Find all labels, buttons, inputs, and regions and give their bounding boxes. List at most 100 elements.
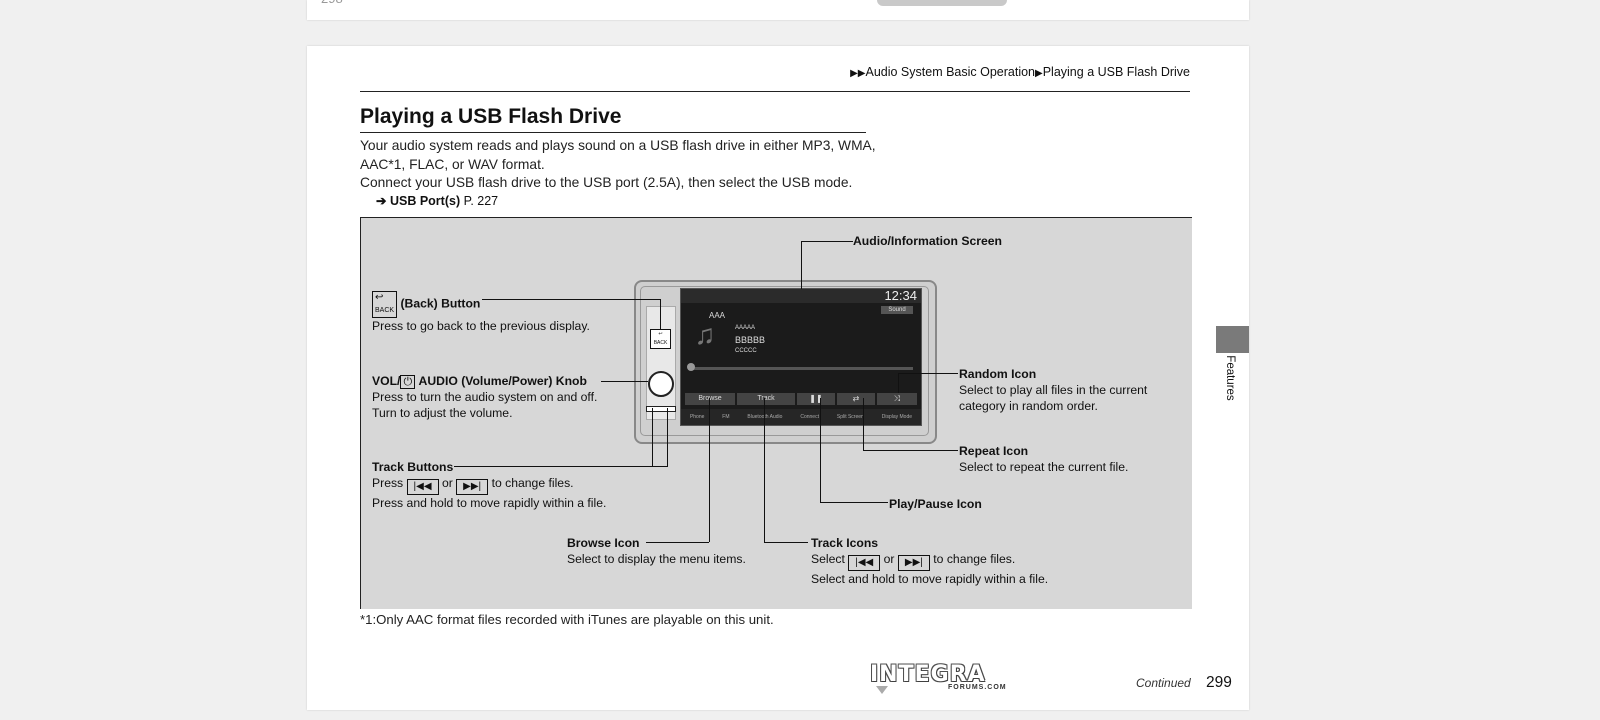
screen-status-bar — [681, 289, 921, 303]
continued-label: Continued — [1136, 676, 1191, 690]
intro-line-1: Your audio system reads and plays sound … — [360, 138, 876, 153]
page-number: 299 — [1206, 674, 1232, 691]
callout-screen: Audio/Information Screen — [853, 233, 1002, 249]
callout-trackicons-desc-1c: to change files. — [933, 552, 1016, 566]
callout-track-title: Track Buttons — [372, 460, 454, 474]
skip-back-icon-2: |◀◀ — [848, 555, 881, 571]
power-icon: ⏻ — [400, 374, 416, 389]
leader-random-h — [898, 373, 958, 374]
callout-trackicons-desc-2: Select and hold to move rapidly within a… — [811, 572, 1049, 586]
previous-page: 298 — [307, 0, 1249, 20]
screen-sound-button[interactable]: Sound — [881, 306, 913, 314]
previous-page-number: 298 — [321, 0, 343, 6]
callout-back-title: (Back) Button — [400, 296, 481, 311]
intro-text: Your audio system reads and plays sound … — [360, 137, 880, 193]
callout-play-pause: Play/Pause Icon — [889, 496, 982, 512]
skip-forward-icon-2: ▶▶| — [897, 555, 930, 571]
screen-artist: AAAAA — [735, 325, 756, 331]
back-button-hardware[interactable]: ↩BACK — [650, 329, 671, 349]
reference-label[interactable]: USB Port(s) — [389, 194, 461, 208]
integra-forums-logo: INTEGRA FORUMS.COM — [870, 660, 1007, 700]
leader-repeat-v — [863, 398, 864, 450]
leader-vol-h — [601, 381, 648, 382]
screen-repeat-icon[interactable]: ⇄ — [837, 393, 875, 405]
screen-clock: 12:34 — [884, 288, 917, 303]
skip-back-icon: |◀◀ — [406, 479, 439, 495]
track-buttons-hardware[interactable] — [646, 406, 676, 412]
progress-bar[interactable] — [689, 367, 913, 370]
footnote: *1:Only AAC format files recorded with i… — [360, 612, 774, 627]
side-tab-label[interactable]: Features — [1224, 355, 1236, 401]
callout-track-icons: Track Icons Select |◀◀ or ▶▶| to change … — [811, 535, 1111, 587]
leader-screen-h — [801, 241, 853, 242]
callout-vol-title-a: VOL/ — [372, 374, 401, 388]
side-tab[interactable] — [1216, 326, 1249, 353]
leader-back-h — [482, 299, 660, 300]
bottom-item-connect[interactable]: Connect — [800, 414, 819, 420]
screen-play-pause-icon[interactable]: ❚❚ — [797, 393, 835, 405]
callout-random-desc-2: category in random order. — [959, 399, 1098, 413]
bottom-item-fm[interactable]: FM — [722, 414, 730, 420]
breadcrumb-current: Playing a USB Flash Drive — [1042, 65, 1190, 79]
leader-trackicons-h — [764, 542, 808, 543]
callout-playpause-title: Play/Pause Icon — [889, 497, 982, 511]
bottom-item-display[interactable]: Display Mode — [881, 414, 913, 420]
screen-track-button[interactable]: Track — [737, 393, 795, 405]
callout-volume: VOL/⏻ AUDIO (Volume/Power) Knob Press to… — [372, 373, 632, 421]
title-underline — [360, 132, 866, 133]
leader-track-v1 — [652, 408, 653, 466]
callout-track-desc-1b: or — [441, 476, 453, 490]
callout-back: ↩BACK (Back) Button Press to go back to … — [372, 291, 632, 334]
audio-screen: 12:34 AAA Sound ♫ AAAAA BBBBB CCCCC Brow… — [680, 288, 922, 426]
screen-song: BBBBB — [735, 335, 766, 345]
head-unit-inner-bezel — [640, 286, 929, 436]
screen-bottom-bar: Phone FM Bluetooth Audio Connect Split S… — [681, 409, 921, 425]
callout-repeat-title: Repeat Icon — [959, 444, 1029, 458]
callout-vol-desc-1: Press to turn the audio system on and of… — [372, 390, 598, 404]
leader-playpause-h — [820, 502, 888, 503]
callout-track-desc-2: Press and hold to move rapidly within a … — [372, 496, 607, 510]
progress-knob[interactable] — [687, 363, 695, 371]
breadcrumb: ▶▶Audio System Basic Operation▶Playing a… — [850, 65, 1190, 79]
logo-main: INTEGRA — [870, 662, 986, 687]
callout-random-title: Random Icon — [959, 367, 1037, 381]
screen-random-icon[interactable]: ⤨ — [877, 393, 917, 405]
leader-trackicons-v — [764, 398, 765, 542]
callout-back-desc: Press to go back to the previous display… — [372, 319, 590, 333]
callout-random: Random Icon Select to play all files in … — [959, 366, 1189, 414]
screen-album: CCCCC — [735, 348, 757, 354]
leader-playpause-v — [820, 398, 821, 502]
screen-browse-button[interactable]: Browse — [685, 393, 735, 405]
page-title: Playing a USB Flash Drive — [360, 105, 622, 128]
callout-browse: Browse Icon Select to display the menu i… — [567, 535, 787, 567]
screen-source-label: AAA — [709, 311, 726, 320]
usb-port-reference[interactable]: ➔ USB Port(s) P. 227 — [376, 193, 498, 208]
leader-repeat-h — [863, 450, 958, 451]
logo-sub: FORUMS.COM — [948, 684, 1007, 691]
previous-page-logo-fragment — [877, 0, 1007, 6]
callout-trackicons-desc-1a: Select — [811, 552, 845, 566]
bottom-item-split[interactable]: Split Screen — [836, 414, 864, 420]
callout-browse-title: Browse Icon — [567, 536, 640, 550]
breadcrumb-section[interactable]: Audio System Basic Operation — [865, 65, 1036, 79]
callout-vol-title-b: AUDIO (Volume/Power) Knob — [418, 374, 587, 388]
callout-repeat: Repeat Icon Select to repeat the current… — [959, 443, 1189, 475]
reference-page: P. 227 — [463, 194, 499, 208]
leader-browse-h — [646, 542, 709, 543]
back-icon-text: BACK — [375, 307, 395, 314]
skip-forward-icon: ▶▶| — [456, 479, 489, 495]
callout-track-buttons: Track Buttons Press |◀◀ or ▶▶| to change… — [372, 459, 652, 511]
breadcrumb-arrows: ▶▶ — [850, 68, 866, 79]
control-strip — [646, 306, 676, 420]
bottom-item-phone[interactable]: Phone — [689, 414, 705, 420]
volume-knob[interactable] — [648, 371, 674, 397]
callout-track-desc-1a: Press — [372, 476, 404, 490]
callout-track-desc-1c: to change files. — [491, 476, 574, 490]
leader-screen-v — [801, 241, 802, 289]
logo-chevron-icon — [876, 686, 888, 694]
breadcrumb-separator: ▶ — [1035, 68, 1043, 79]
back-icon: ↩BACK — [372, 291, 398, 318]
callout-trackicons-title: Track Icons — [811, 536, 879, 550]
callout-trackicons-desc-1b: or — [883, 552, 895, 566]
callout-vol-desc-2: Turn to adjust the volume. — [372, 406, 513, 420]
